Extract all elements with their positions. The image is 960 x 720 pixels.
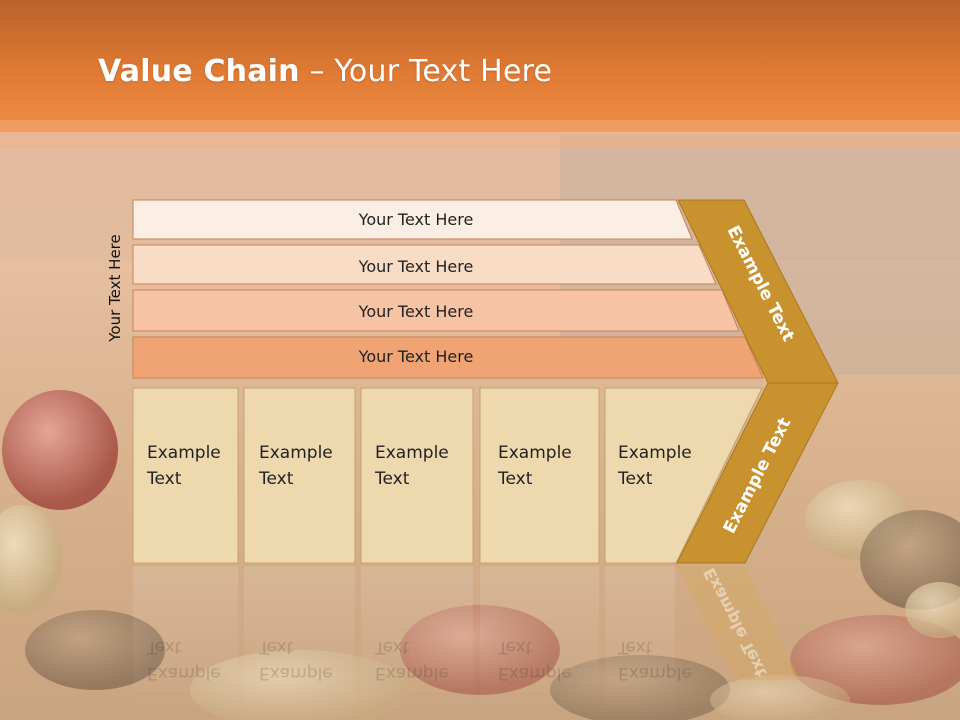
primary-cell-1-reflection: Example Text [147,634,221,686]
cell-4-refl-line2: Text [498,637,533,657]
primary-cell-5[interactable] [604,387,763,564]
title-bold: Value Chain [98,54,300,89]
title-rest: – Your Text Here [299,54,553,89]
cell-2-line2: Text [259,469,294,489]
cell-4-refl-line1: Example [498,663,572,683]
cell-3-refl-line2: Text [375,637,410,657]
cell-3-refl-line1: Example [375,663,449,683]
cell-2-line1: Example [259,443,333,463]
support-row-2-label: Your Text Here [358,257,474,276]
support-row-3-label: Your Text Here [358,302,474,321]
cell-5-refl-line1: Example [618,663,692,683]
cell-1-refl-line1: Example [147,663,221,683]
cell-5-line1: Example [618,443,692,463]
support-row-4-label: Your Text Here [358,347,474,366]
primary-cell-3-reflection: Example Text [375,634,449,686]
cell-3-line1: Example [375,443,449,463]
cell-1-line1: Example [147,443,221,463]
cell-3-line2: Text [375,469,410,489]
primary-cells-reflection [133,566,675,716]
cell-4-line2: Text [498,469,533,489]
cell-2-refl-line2: Text [259,637,294,657]
cell-1-line2: Text [147,469,182,489]
cell-2-refl-line1: Example [259,663,333,683]
margin-lower[interactable] [676,382,839,564]
primary-cells [132,387,763,564]
primary-cell-5-reflection: Example Text [618,634,692,686]
margin-reflection [677,566,800,680]
primary-cell-2[interactable] [243,387,356,564]
primary-cell-2-reflection: Example Text [259,634,333,686]
primary-cell-3[interactable] [360,387,474,564]
support-row-2[interactable] [132,244,717,285]
cell-1-refl-line2: Text [147,637,182,657]
primary-cell-1[interactable] [132,387,239,564]
support-row-4[interactable] [132,336,764,379]
support-rows: Your Text Here Your Text Here Your Text … [132,199,764,379]
support-row-1[interactable] [132,199,693,240]
cell-4-line1: Example [498,443,572,463]
support-row-3[interactable] [132,289,740,332]
cell-5-refl-line2: Text [618,637,653,657]
support-row-1-label: Your Text Here [358,210,474,229]
cell-5-line2: Text [618,469,653,489]
primary-cell-4[interactable] [479,387,600,564]
slide-title: Value Chain – Your Text Here [98,54,552,89]
primary-cell-4-reflection: Example Text [498,634,572,686]
